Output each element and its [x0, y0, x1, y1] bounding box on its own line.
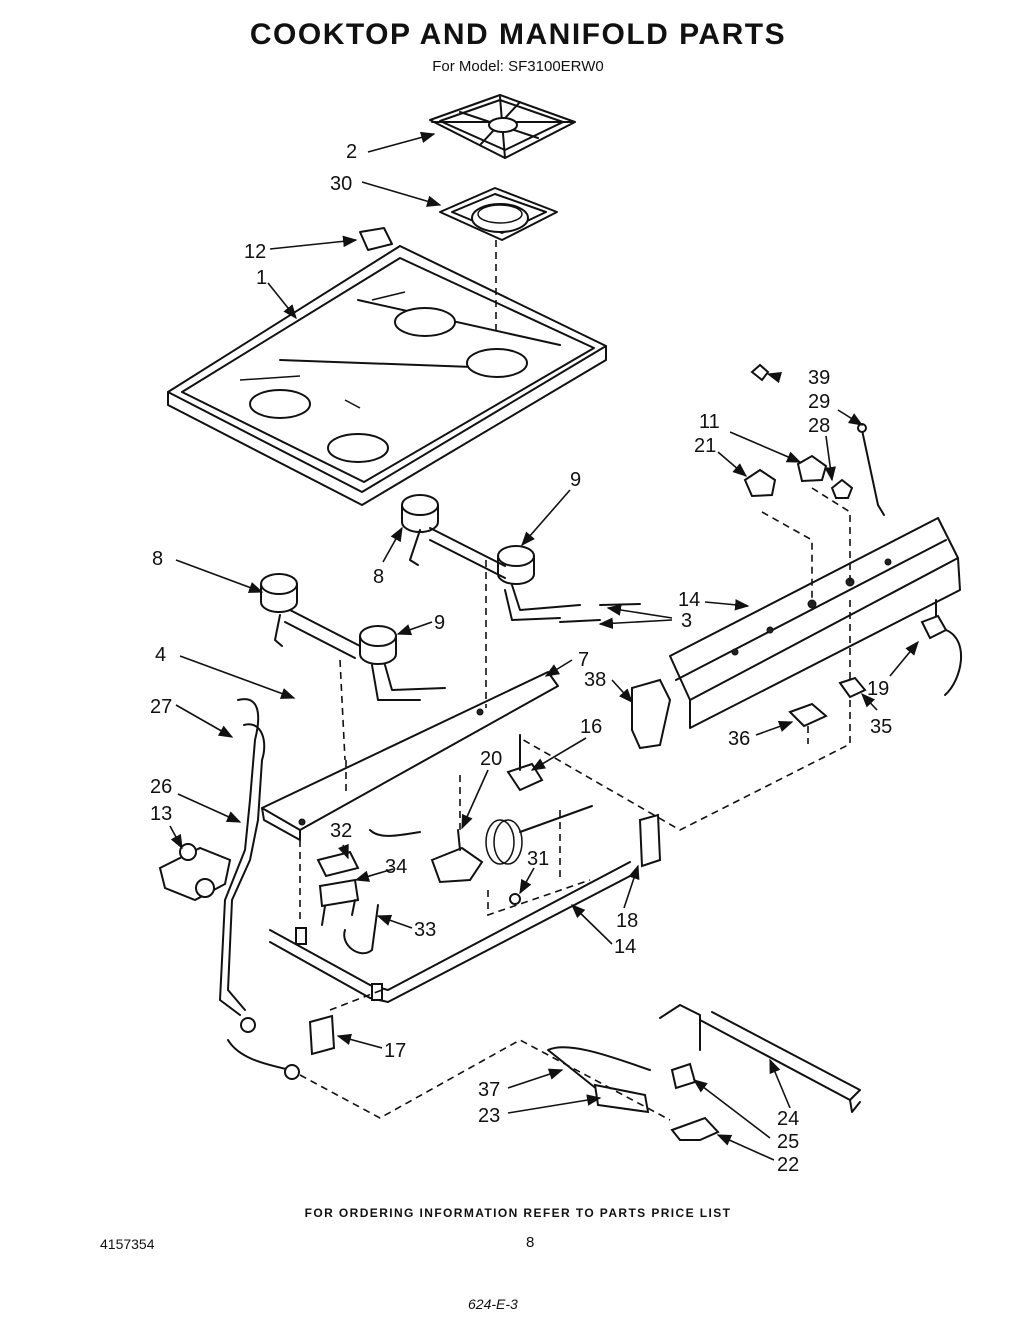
control-knobs	[743, 363, 885, 516]
front-burner-assembly	[260, 573, 446, 701]
manifold-tube	[269, 813, 662, 1003]
callout-38: 39	[808, 367, 830, 389]
callout-36: 33	[414, 919, 436, 941]
callout-15: 14	[678, 589, 700, 611]
callout-1: 1	[256, 267, 267, 289]
callout-16: 16	[580, 716, 602, 738]
callout-23: 23	[478, 1105, 500, 1127]
callout-14: 14	[614, 936, 636, 958]
callout-4: 4	[155, 644, 166, 666]
callout-29: 29	[808, 391, 830, 413]
callout-22: 22	[777, 1154, 799, 1176]
callout-32: 32	[330, 820, 352, 842]
callout-7: 7	[578, 649, 589, 671]
callout-31: 31	[527, 848, 549, 870]
callout-9-front: 9	[434, 612, 445, 634]
callout-24: 24	[777, 1108, 799, 1130]
callout-8-rear: 8	[373, 566, 384, 588]
oven-burner-parts	[547, 1004, 861, 1141]
drip-pan	[439, 187, 558, 241]
page-title: COOKTOP AND MANIFOLD PARTS	[249, 18, 787, 51]
callout-28: 28	[808, 415, 830, 437]
document-number: 4157354	[100, 1236, 155, 1252]
model-subtitle: For Model: SF3100ERW0	[432, 58, 604, 75]
callout-19: 19	[867, 678, 889, 700]
callout-30: 30	[330, 173, 352, 195]
callout-11: 11	[699, 411, 720, 433]
callout-8-front: 8	[152, 548, 163, 570]
page-number: 8	[526, 1234, 535, 1251]
callout-34: 36	[728, 728, 750, 750]
burner-grate	[429, 94, 576, 159]
manifold-panel	[669, 517, 961, 729]
gas-tubes	[219, 698, 300, 1080]
callout-25: 25	[777, 1131, 799, 1153]
electrical-parts	[316, 850, 379, 955]
callout-18: 18	[616, 910, 638, 932]
handwritten-code: 624-E-3	[468, 1296, 518, 1312]
callout-labels: 2 30 12 1 39 29 11 28 21 9 8 8 14 3 9 7 …	[150, 141, 892, 1176]
rear-burner-assembly	[401, 494, 641, 623]
callout-39: 38	[584, 669, 606, 691]
callout-3: 3	[681, 610, 692, 632]
callout-arrows	[169, 131, 919, 1161]
gas-valve	[158, 843, 232, 902]
burner-support-bar	[261, 671, 559, 841]
shield	[631, 678, 672, 750]
callout-33: 35	[870, 716, 892, 738]
cooktop	[167, 245, 607, 506]
callout-2: 2	[346, 141, 357, 163]
callout-35: 34	[385, 856, 407, 878]
bracket-17	[308, 1014, 336, 1056]
callout-13: 13	[150, 803, 172, 825]
ordering-note: FOR ORDERING INFORMATION REFER TO PARTS …	[304, 1206, 732, 1220]
callout-37: 37	[478, 1079, 500, 1101]
bracket	[359, 227, 393, 251]
callout-26: 26	[150, 776, 172, 798]
callout-9-rear: 9	[570, 469, 581, 491]
callout-20: 21	[694, 435, 716, 457]
callout-17: 17	[384, 1040, 406, 1062]
callout-27: 27	[150, 696, 172, 718]
callout-21: 20	[480, 748, 502, 770]
ignitor-parts	[788, 599, 962, 728]
callout-12: 12	[244, 241, 266, 263]
